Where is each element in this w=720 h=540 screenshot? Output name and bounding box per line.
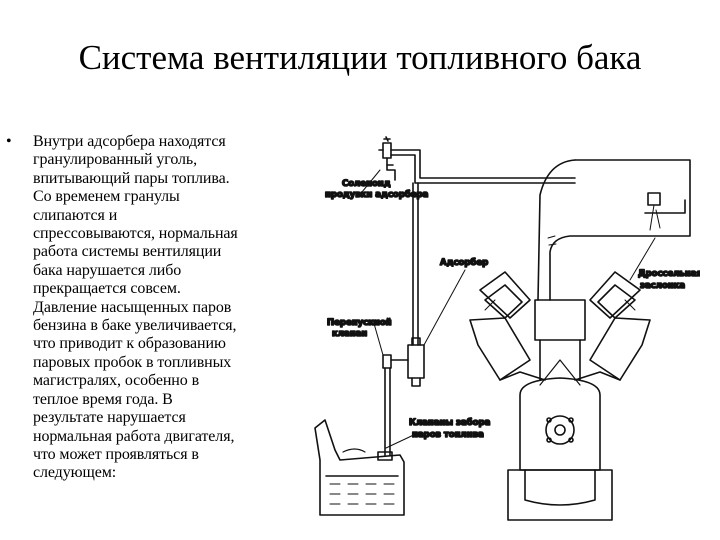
label-valves-2: паров топлива [412, 430, 484, 440]
adsorber-canister [407, 337, 425, 387]
slide-title: Система вентиляции топливного бака [78, 38, 642, 77]
label-adsorber: Адсорбер [440, 257, 488, 268]
label-solenoid-1: Соленоид [342, 179, 391, 189]
intake-manifold [537, 159, 691, 301]
bullet-paragraph: • Внутри адсорбера находятся гранулирова… [6, 133, 306, 483]
fuel-tank [314, 419, 405, 516]
label-bypass-2: клапан [332, 329, 367, 339]
purge-solenoid [378, 136, 394, 166]
label-throttle-2: заслонка [640, 281, 685, 291]
bullet-marker: • [6, 133, 12, 150]
label-solenoid-2: продувки адсорбера [325, 189, 429, 200]
label-throttle-1: Дроссельная [638, 269, 700, 279]
label-valves-1: Клапаны забора [409, 417, 491, 428]
evap-system-diagram: Соленоид продувки адсорбера Адсорбер Пер… [314, 136, 700, 521]
engine-block [469, 271, 651, 521]
label-bypass-1: Перепускной [327, 318, 392, 328]
vapor-lines [386, 149, 576, 346]
bullet-text: Внутри адсорбера находятся гранулированн… [33, 133, 238, 482]
bypass-valve [382, 354, 409, 456]
callout-lines [361, 169, 656, 449]
